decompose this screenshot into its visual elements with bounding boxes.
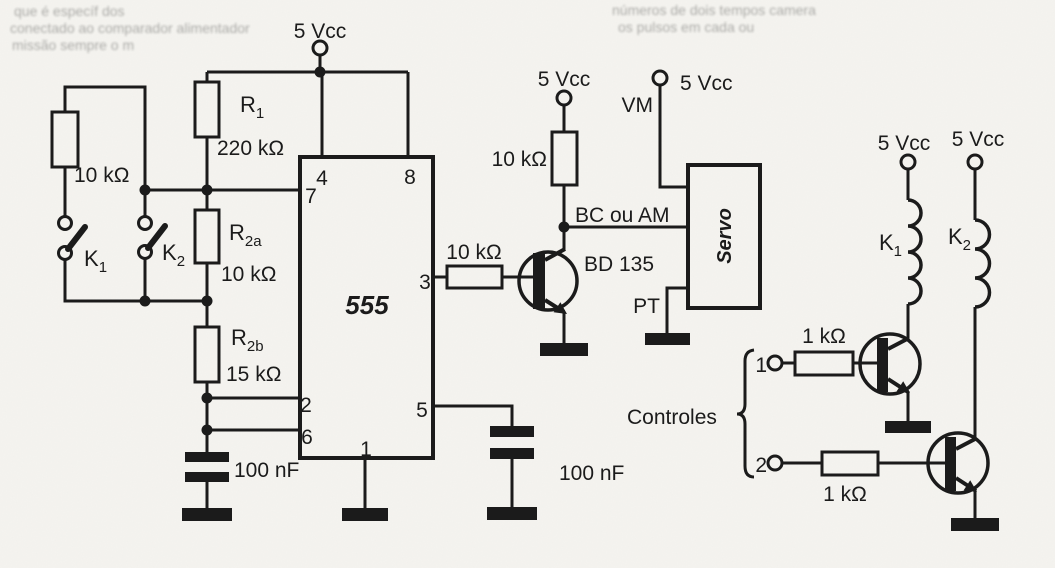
junction-dots [139,66,326,436]
ground-symbol [885,421,931,433]
wires [63,55,410,508]
switch-k2 [137,215,168,260]
capacitor-c2 [490,426,534,459]
switch-k1 [57,215,88,261]
label-pin3: 3 [419,271,431,294]
label-vcc-pullup: 5 Vcc [538,68,591,91]
servo-body [686,163,762,310]
resistor-r2b [193,325,221,384]
label-ic-555: 555 [345,290,389,320]
ground-symbol [182,508,232,521]
bleed-line: conectado ao comparador alimentador [10,20,250,36]
label-r2a-value: 10 kΩ [221,263,276,286]
resistor-r1 [193,80,221,139]
label-vcc-servo: 5 Vcc [680,72,733,95]
label-r2b: R2b [231,325,264,355]
label-switch-k1: K1 [84,246,107,276]
label-switch-k2: K2 [162,240,185,270]
wires [658,85,688,333]
label-signal-bc-am: BC ou AM [575,204,670,227]
capacitor-c1 [185,452,229,482]
label-relay-k1: K1 [879,230,902,260]
label-relay-k2: K2 [948,224,971,254]
label-pin2: 2 [300,394,312,417]
servo-block [645,69,762,345]
bleed-line: missão sempre o m [12,37,134,53]
transistor-bd135 [517,247,579,314]
label-input-2: 2 [755,454,767,477]
vcc-terminal [555,89,573,107]
label-r2a: R2a [229,220,262,250]
label-pullup-resistor: 10 kΩ [492,148,547,171]
label-base-resistor: 10 kΩ [446,241,501,264]
label-r1: R1 [240,92,264,122]
label-transistor-bd135: BD 135 [584,253,654,276]
resistor-output-10k [445,264,504,290]
label-c1-value: 100 nF [234,459,299,482]
transistor-ctrl2 [926,431,990,495]
label-r1-value: 220 kΩ [217,137,284,160]
emitter-arrow [963,480,977,492]
schematic-body [50,39,999,531]
ground-symbol [487,507,537,520]
label-pin6: 6 [301,426,313,449]
label-servo: Servo [714,208,736,264]
label-ctrl1-resistor: 1 kΩ [802,325,846,348]
label-vm: VM [622,94,654,117]
ground-symbol [645,333,690,345]
schematic-labels: 10 kΩ K1 K2 R1 220 kΩ R2a 10 kΩ R2b 15 k… [74,20,1004,506]
label-vcc-top: 5 Vcc [294,20,347,43]
vcc-terminal [651,69,669,87]
label-c2-value: 100 nF [559,462,624,485]
label-r2b-value: 15 kΩ [226,363,281,386]
emitter-arrow [553,302,567,314]
ground-symbol [951,518,999,531]
wires [562,105,688,343]
label-controles: Controles [627,406,717,429]
control-inputs [736,332,999,531]
wires [363,275,533,508]
label-pin1: 1 [360,438,372,461]
resistor-ctrl1-1k [793,350,855,377]
label-pin8: 8 [404,166,416,189]
label-pin7: 7 [305,185,317,208]
label-parallel-resistor: 10 kΩ [74,164,129,187]
ground-symbol [342,508,388,521]
resistor-parallel-10k [50,110,80,169]
label-input-1: 1 [755,354,767,377]
label-pin5: 5 [416,399,428,422]
curly-brace [736,348,755,479]
ic-555 [298,155,537,521]
label-vcc-k2: 5 Vcc [952,128,1005,151]
bleed-line: que é específ dos [14,3,125,19]
timing-branch [50,39,410,521]
label-ctrl2-resistor: 1 kΩ [823,483,867,506]
resistor-r2a [193,208,221,265]
coil-k1 [907,198,923,306]
resistor-ctrl2-1k [820,450,880,477]
wires [906,169,977,440]
wires [782,361,977,518]
label-vcc-k1: 5 Vcc [878,132,931,155]
junction-dot [558,221,570,233]
bleed-through-text: que é específ dos conectado ao comparado… [10,2,816,53]
output-driver [517,89,688,356]
relay-coils [899,153,992,440]
transistor-ctrl1 [858,332,922,396]
bleed-line: os pulsos em cada ou [618,19,754,35]
coil-k2 [974,218,992,309]
emitter-arrow [896,381,910,393]
resistor-pullup-10k [550,130,579,187]
vcc-terminal [311,39,329,57]
label-pt: PT [633,295,660,318]
bleed-line: números de dois tempos camera [612,2,816,18]
ground-symbol [540,343,588,356]
label-pin4: 4 [316,167,328,190]
